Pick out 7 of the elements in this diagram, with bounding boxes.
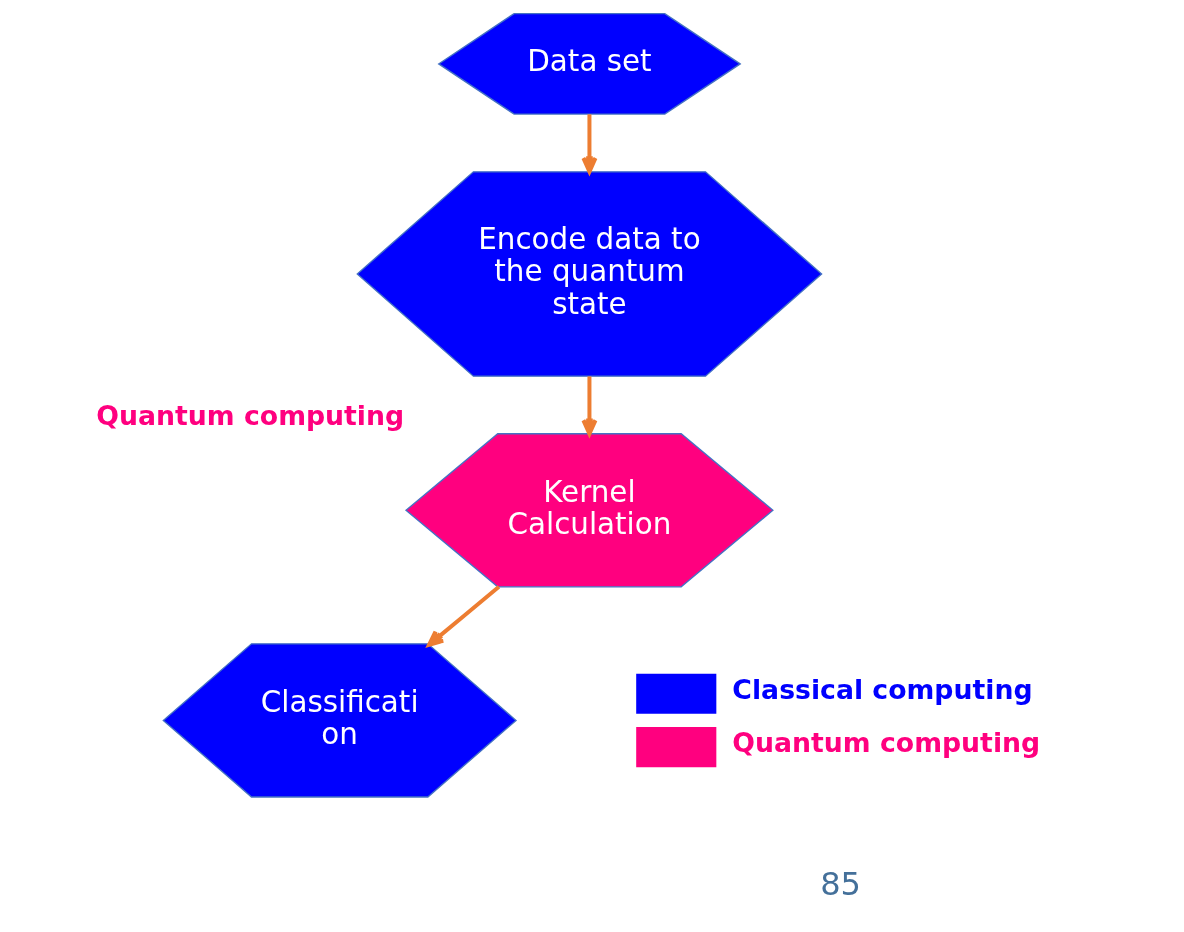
arrow	[427, 585, 501, 647]
arrow	[581, 114, 598, 174]
legend-label: Quantum computing	[732, 727, 1041, 759]
label: 85	[820, 864, 861, 903]
node-label: Quantum computing	[96, 399, 405, 431]
legend-label: Classical computing	[732, 674, 1033, 706]
arrow	[581, 376, 598, 436]
